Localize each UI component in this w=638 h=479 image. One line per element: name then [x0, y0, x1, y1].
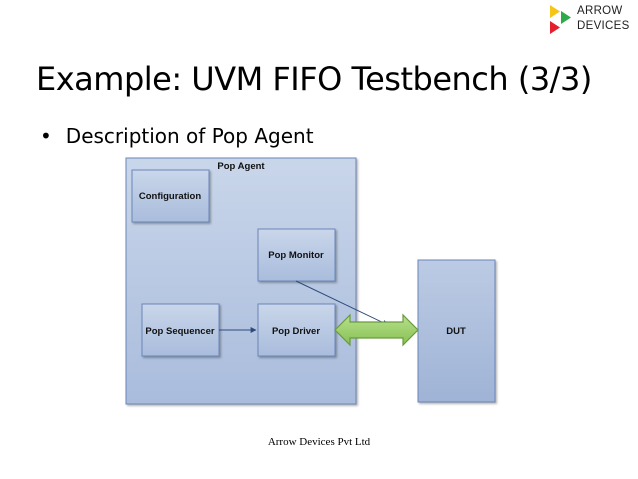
- logo-green-triangle: [561, 11, 571, 24]
- logo-text-line2: DEVICES: [577, 20, 630, 32]
- arrow-devices-logo: [550, 5, 571, 34]
- dut-box: [417, 259, 496, 403]
- configuration-box: [131, 169, 210, 223]
- pop-monitor-box: [257, 228, 336, 282]
- pop-sequencer-box: [141, 303, 220, 357]
- pop-sequencer-label: Pop Sequencer: [145, 326, 214, 337]
- dut-label: DUT: [446, 326, 466, 337]
- bullet-dot: •: [40, 124, 52, 148]
- logo-text-line1: ARROW: [577, 5, 623, 17]
- logo-red-triangle: [550, 21, 560, 34]
- bullet-item: • Description of Pop Agent: [40, 124, 314, 148]
- pop-agent-label: Pop Agent: [217, 161, 265, 172]
- pop-driver-label: Pop Driver: [272, 326, 320, 337]
- configuration-label: Configuration: [139, 191, 201, 202]
- pop-monitor-label: Pop Monitor: [268, 250, 324, 261]
- slide-title: Example: UVM FIFO Testbench (3/3): [36, 60, 592, 98]
- footer-text: Arrow Devices Pvt Ltd: [267, 436, 371, 448]
- monitor-to-interface-arrow: [295, 280, 389, 326]
- bullet-text: Description of Pop Agent: [65, 124, 314, 148]
- driver-dut-interface-arrow: [334, 313, 419, 347]
- logo-yellow-triangle: [550, 5, 560, 18]
